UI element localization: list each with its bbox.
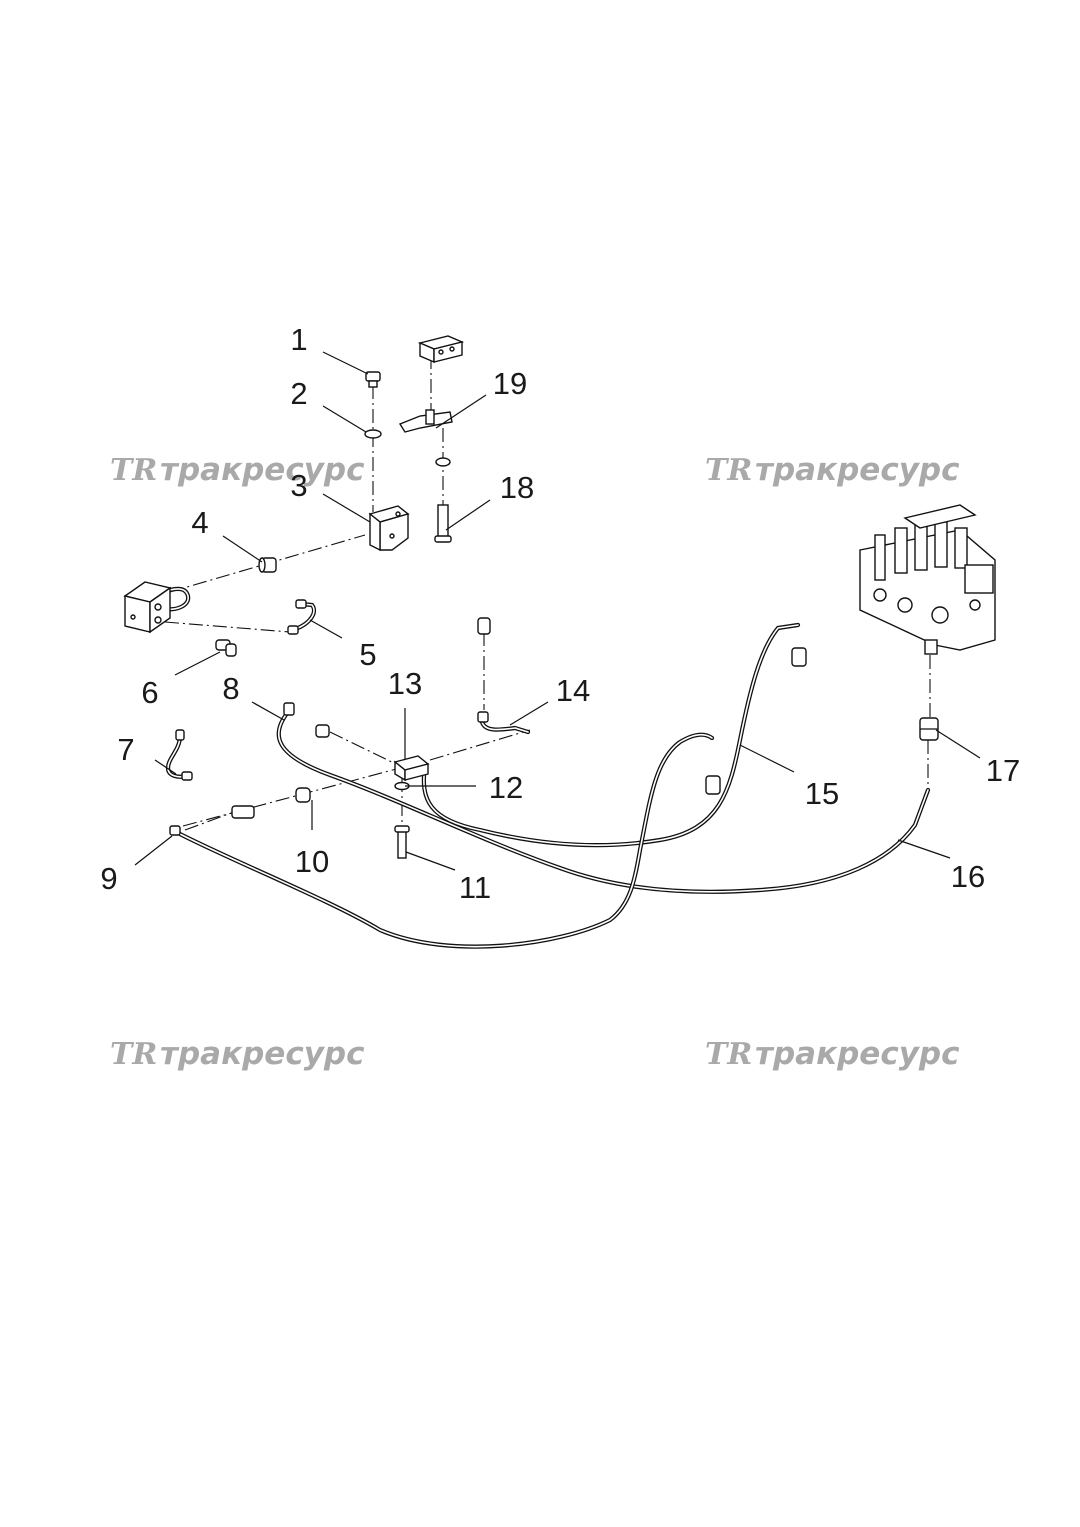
part-2-washer <box>364 429 382 439</box>
watermark-logo: TR <box>705 453 752 488</box>
part-15-fitting <box>791 647 807 667</box>
watermark-bottom-left: TR тракресурс <box>110 1036 365 1072</box>
part-15-fitting <box>705 775 721 795</box>
watermark-top-left: TR тракресурс <box>110 452 365 488</box>
callout-19: 19 <box>493 366 527 401</box>
parts <box>123 335 996 859</box>
callout-16: 16 <box>951 859 985 894</box>
part-11-bolt <box>394 825 410 859</box>
callout-14: 14 <box>556 673 590 708</box>
callout-6: 6 <box>141 675 158 710</box>
part-6-elbow <box>215 639 237 657</box>
callout-15: 15 <box>805 776 839 811</box>
callouts: 1 2 3 4 5 6 7 8 9 10 11 12 13 14 15 16 1… <box>100 322 1020 905</box>
adapter <box>315 724 330 738</box>
callout-3: 3 <box>290 468 307 503</box>
washer <box>435 457 451 467</box>
part-14-fitting <box>477 617 491 635</box>
pilot-box <box>123 581 172 634</box>
callout-11: 11 <box>459 870 491 905</box>
watermark-logo: TR <box>705 1037 752 1072</box>
control-valve <box>859 504 996 655</box>
callout-2: 2 <box>290 376 307 411</box>
watermark-text: тракресурс <box>160 452 365 488</box>
part-9-fitting <box>169 825 181 836</box>
callout-4: 4 <box>191 505 208 540</box>
callout-1: 1 <box>290 322 307 357</box>
part-10-adapter <box>231 787 311 819</box>
callout-13: 13 <box>388 666 422 701</box>
callout-12: 12 <box>489 770 523 805</box>
watermark-logo: TR <box>110 1037 157 1072</box>
part-3-bracket <box>368 505 410 552</box>
clamp-block <box>417 335 465 364</box>
callout-7: 7 <box>117 732 134 767</box>
part-1-bolt <box>365 371 381 388</box>
hoses <box>157 586 931 949</box>
callout-10: 10 <box>295 844 329 879</box>
part-19-plate <box>398 409 453 433</box>
part-7-fitting <box>175 729 185 741</box>
watermark-text: тракресурс <box>755 452 960 488</box>
callout-8: 8 <box>222 671 239 706</box>
part-13-block <box>393 755 430 782</box>
watermark-logo: TR <box>110 453 157 488</box>
part-8-fitting <box>283 702 295 716</box>
part-4-adapter <box>258 557 277 573</box>
part-5-fitting <box>287 625 299 635</box>
callout-5: 5 <box>359 637 376 672</box>
callout-17: 17 <box>986 753 1020 788</box>
part-5-fitting <box>295 599 307 609</box>
part-18-bolt <box>434 504 452 543</box>
watermark-top-right: TR тракресурс <box>705 452 960 488</box>
part-14-fitting <box>477 711 489 723</box>
callout-18: 18 <box>500 470 534 505</box>
watermark-bottom-right: TR тракресурс <box>705 1036 960 1072</box>
watermark-text: тракресурс <box>755 1036 960 1072</box>
assembly-axes <box>164 355 931 835</box>
watermark-text: тракресурс <box>160 1036 365 1072</box>
part-17-adapter <box>919 717 939 741</box>
leader-lines <box>134 351 981 871</box>
callout-9: 9 <box>100 861 117 896</box>
part-7-fitting <box>181 771 193 781</box>
